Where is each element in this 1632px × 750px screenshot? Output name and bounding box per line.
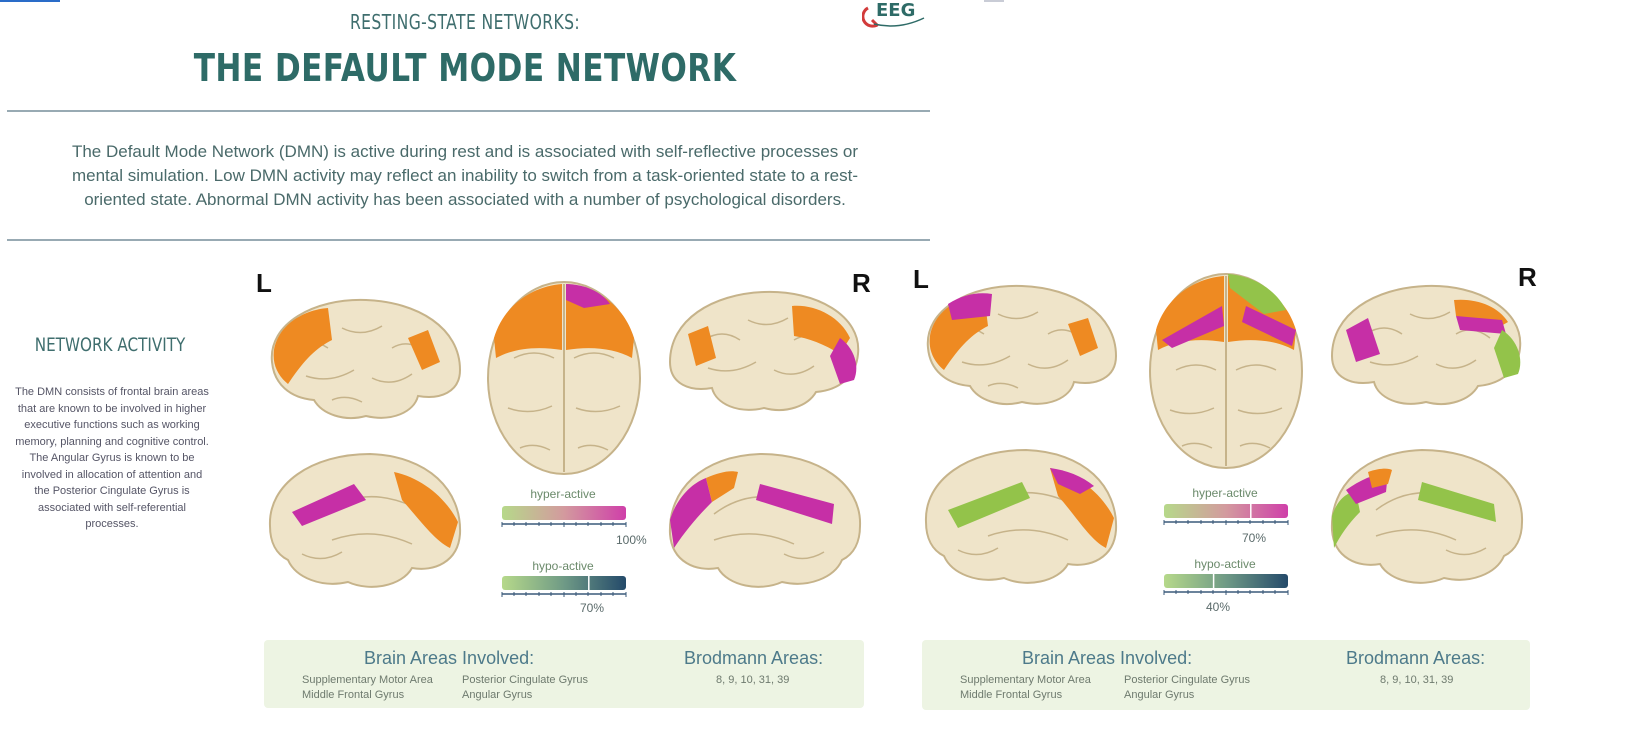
panel1-hypo-percent: 70% [580, 601, 605, 615]
panel1-area-2: Middle Frontal Gyrus [302, 689, 405, 701]
panel2-hyper-bar [1163, 504, 1289, 525]
panel1-top-brain [487, 281, 641, 475]
network-activity-text: The DMN consists of frontal brain areas … [15, 386, 209, 530]
panel2-hyper-percent: 70% [1242, 531, 1267, 545]
panel2-hypo-bar [1163, 574, 1289, 595]
panel1-right-label: R [852, 268, 871, 298]
intro-rule [7, 239, 930, 241]
panel2-brodmann-heading: Brodmann Areas: [1346, 648, 1486, 668]
panel1-left-medial-brain [268, 452, 462, 588]
panel2-left-lateral-brain [926, 284, 1118, 405]
svg-text:EEG: EEG [876, 0, 915, 21]
panel2-hypo-label: hypo-active [1194, 557, 1256, 571]
panel2-left-medial-brain [924, 448, 1118, 584]
panel1-area-1: Supplementary Motor Area [302, 674, 433, 686]
panel1-info-box: Brain Areas Involved: Supplementary Moto… [264, 640, 864, 708]
header-rule [7, 110, 930, 112]
panel2-info-box: Brain Areas Involved: Supplementary Moto… [922, 640, 1530, 710]
panel1-left-lateral-brain [270, 298, 462, 419]
panel1-hyper-bar [501, 506, 627, 527]
panel2-area-4: Angular Gyrus [1124, 689, 1195, 701]
panel2-hyper-label: hyper-active [1192, 486, 1258, 500]
panel1-brodmann-values: 8, 9, 10, 31, 39 [716, 674, 790, 686]
panel1-right-medial-brain [668, 452, 862, 588]
angular-gyrus-region [408, 330, 440, 370]
top-right-tab [984, 0, 1004, 2]
panel1-hyper-percent: 100% [616, 533, 647, 547]
panel2-area-1: Supplementary Motor Area [960, 674, 1091, 686]
panel2-hypo-percent: 40% [1206, 600, 1231, 614]
panel1-hypo-label: hypo-active [532, 559, 594, 573]
page-title: THE DEFAULT MODE NETWORK [193, 46, 737, 90]
page-kicker: RESTING-STATE NETWORKS: [349, 10, 581, 34]
panel1-area-4: Angular Gyrus [462, 689, 533, 701]
panel1-areas-heading: Brain Areas Involved: [364, 648, 535, 668]
middle-frontal-gyrus-region [273, 308, 332, 384]
panel1-brodmann-heading: Brodmann Areas: [684, 648, 824, 668]
panel2-areas-heading: Brain Areas Involved: [1022, 648, 1193, 668]
panel2-area-3: Posterior Cingulate Gyrus [1124, 674, 1250, 686]
network-activity-heading: NETWORK ACTIVITY [34, 334, 186, 356]
panel2-right-label: R [1518, 262, 1537, 292]
panel2-top-brain [1149, 273, 1303, 469]
panel1-hypo-bar [501, 576, 627, 597]
panel1-right-lateral-brain [668, 290, 860, 411]
qeeg-logo: EEG [861, 0, 932, 32]
panel2-right-medial-brain [1330, 448, 1524, 584]
top-left-tab[interactable] [0, 0, 60, 2]
panel2-area-2: Middle Frontal Gyrus [960, 689, 1063, 701]
intro-text: The Default Mode Network (DMN) is active… [71, 142, 859, 209]
panel1-left-label: L [256, 268, 272, 298]
panel1-area-3: Posterior Cingulate Gyrus [462, 674, 588, 686]
panel2-left-label: L [913, 264, 929, 294]
panel2-brodmann-values: 8, 9, 10, 31, 39 [1380, 674, 1454, 686]
panel1-hyper-label: hyper-active [530, 487, 596, 501]
panel2-right-lateral-brain [1330, 284, 1522, 405]
